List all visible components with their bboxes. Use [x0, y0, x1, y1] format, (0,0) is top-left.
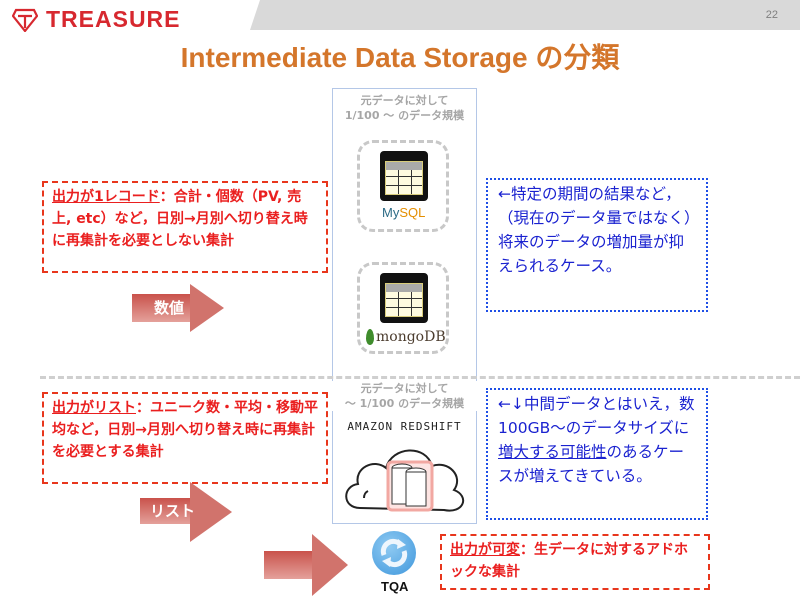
variable-output-note: 出力が可変：生データに対するアドホックな集計 — [440, 534, 710, 590]
top-scale-caption: 元データに対して 1/100 ～ のデータ規模 — [332, 93, 477, 123]
table-icon — [380, 151, 428, 201]
list-output-note: 出力がリスト：ユニーク数・平均・移動平均など，日別→月別へ切り替え時に再集計を必… — [42, 392, 328, 484]
note-lead: 出力が1レコード — [52, 189, 160, 205]
caption-line: ～ 1/100 のデータ規模 — [344, 397, 465, 410]
list-arrow: リスト — [140, 482, 234, 542]
header-band — [250, 0, 800, 30]
treasure-logo: TREASURE — [12, 6, 181, 33]
single-record-note: 出力が1レコード：合計・個数（PV, 売上, etc）など，日別→月別へ切り替え… — [42, 181, 328, 273]
refresh-icon — [380, 538, 408, 568]
note-lead: 出力が可変 — [450, 542, 520, 558]
page-number: 22 — [765, 9, 778, 21]
variable-arrow — [264, 534, 350, 596]
caption-line: 1/100 ～ のデータ規模 — [344, 109, 465, 122]
bottom-scale-caption: 元データに対して ～ 1/100 のデータ規模 — [332, 381, 477, 411]
gem-icon — [12, 8, 38, 32]
redshift-logo: AMAZON REDSHIFT — [347, 420, 462, 433]
numeric-arrow: 数値 — [132, 284, 224, 332]
remark-text: ←↓中間データとはいえ，数100GB～のデータサイズに — [498, 395, 695, 437]
table-icon — [380, 273, 428, 323]
numeric-remark: ←特定の期間の結果など，（現在のデータ量ではなく）将来のデータの増加量が抑えられ… — [486, 178, 708, 312]
leaf-icon — [366, 329, 374, 345]
logo-text: TREASURE — [46, 6, 181, 32]
caption-line: 元データに対して — [360, 94, 449, 107]
note-text: ：生データに対するアドホックな集計 — [450, 542, 688, 580]
mongodb-box: mongoDB — [357, 262, 449, 354]
note-text: ：ユニーク数・平均・移動平均など，日別→月別へ切り替え時に再集計を必要とする集計 — [52, 400, 318, 460]
arrow-label: リスト — [150, 502, 196, 520]
remark-emphasis: 増大する可能性 — [498, 443, 607, 461]
caption-line: 元データに対して — [360, 382, 449, 395]
arrow-label: 数値 — [154, 299, 185, 317]
note-lead: 出力がリスト — [52, 400, 136, 416]
tqa-label: TQA — [381, 579, 409, 594]
tqa-icon — [372, 531, 416, 575]
page-title: Intermediate Data Storage の分類 — [180, 42, 620, 73]
section-divider — [40, 376, 800, 379]
cloud-icon — [345, 449, 465, 512]
list-remark: ←↓中間データとはいえ，数100GB～のデータサイズに増大する可能性のあるケース… — [486, 388, 708, 520]
mongodb-logo: mongoDB — [376, 329, 446, 345]
mysql-box: MySQL — [357, 140, 449, 232]
remark-text: のあるケースが増えてきている。 — [498, 443, 685, 485]
mysql-logo: MySQL — [382, 205, 426, 220]
note-text: ：合計・個数（PV, 売上, etc）など，日別→月別へ切り替え時に再集計を必要… — [52, 189, 308, 249]
